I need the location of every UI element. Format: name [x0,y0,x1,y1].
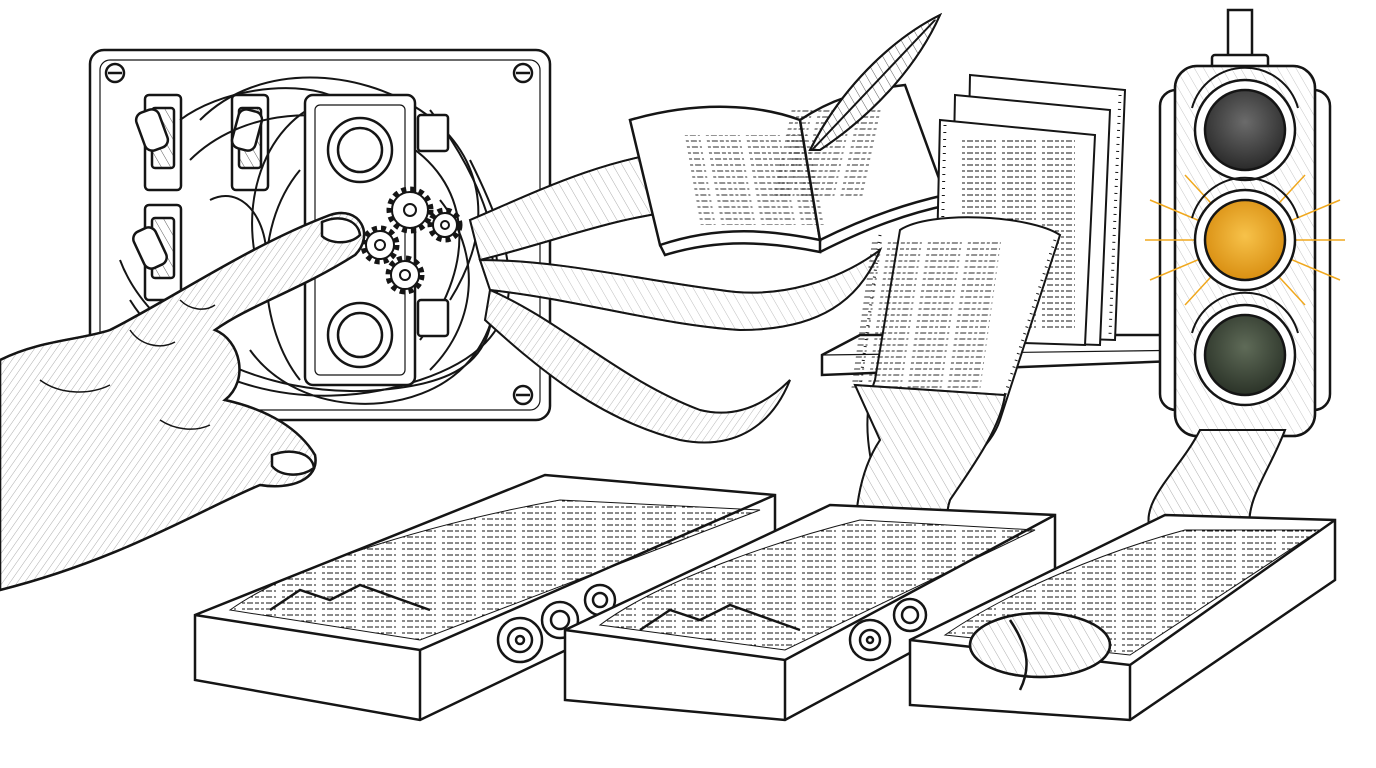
traffic-light [1145,8,1345,438]
printer-paper-feed [850,216,1062,561]
paper-ribbons [468,148,883,444]
scroll-icon [968,611,1112,691]
traffic-light-paper [1147,429,1287,531]
hand [0,211,366,592]
file-tray-2 [563,503,1057,722]
toggle-switch [132,203,183,302]
file-tray-3 [908,513,1337,722]
scroll-icon [496,583,617,664]
toggle-switch [230,93,270,192]
quill-icon [808,12,943,151]
lamp-amber [1193,188,1297,292]
gear-icon [360,186,463,295]
lamp-bottom [1193,303,1297,407]
scroll-icon [848,597,928,662]
lamp-top [1193,78,1297,182]
toggle-switch [134,93,183,192]
fingernail-icon [320,217,362,244]
screw-icon [104,62,534,406]
file-tray-1 [193,473,777,722]
